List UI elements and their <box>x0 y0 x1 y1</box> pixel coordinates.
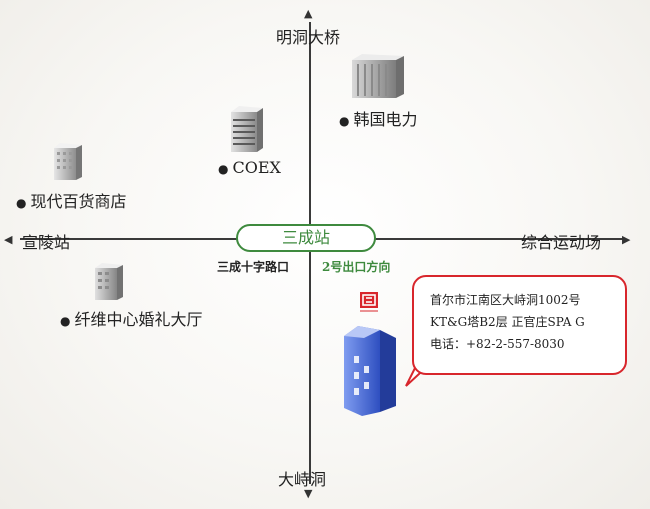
ktg-tower-building-icon <box>344 326 396 416</box>
landmark-wedding-hall: ●纤维中心婚礼大厅 <box>60 310 203 329</box>
intersection-label: 三成十字路口 <box>217 260 290 274</box>
department-store-building-icon <box>54 143 82 180</box>
arrow-down-icon: ▼ <box>304 487 313 500</box>
wedding-hall-building-icon <box>95 263 123 300</box>
center-station-badge: 三成站 <box>236 224 376 252</box>
landmark-coex: ●COEX <box>218 158 281 177</box>
arrow-right-icon: ▶ <box>622 233 631 246</box>
destination-phone: 电话：+82-2-557-8030 <box>430 337 565 351</box>
destination-address-line2: KT&G塔B2层 正官庄SPA G <box>430 315 585 329</box>
direction-east: 综合运动场 <box>521 233 602 252</box>
landmark-kepco: ●韩国电力 <box>339 110 418 129</box>
vertical-axis <box>309 22 311 484</box>
coex-building-icon <box>231 106 263 152</box>
direction-west: 宣陵站 <box>22 233 71 252</box>
direction-south: 大峙洞 <box>278 470 327 489</box>
kepco-building-icon <box>352 54 404 98</box>
exit-direction-label: 2号出口方向 <box>322 260 391 274</box>
spa-logo-icon <box>360 292 378 312</box>
landmark-hyundai: ●现代百货商店 <box>16 192 127 211</box>
destination-address-line1: 首尔市江南区大峙洞1002号 <box>430 293 581 307</box>
arrow-left-icon: ◀ <box>4 233 13 246</box>
direction-north: 明洞大桥 <box>276 28 341 47</box>
arrow-up-icon: ▲ <box>304 7 313 20</box>
destination-info-bubble: 首尔市江南区大峙洞1002号 KT&G塔B2层 正官庄SPA G 电话：+82-… <box>412 275 627 375</box>
